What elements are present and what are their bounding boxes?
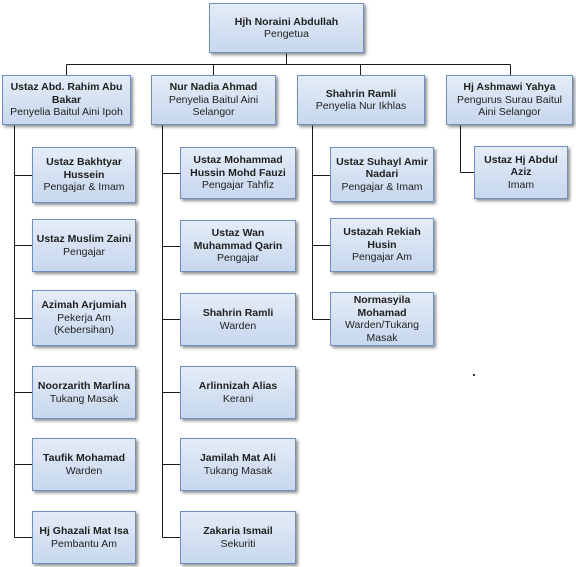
member-box: Jamilah Mat Ali Tukang Masak [180, 438, 296, 491]
member-name: Normasyila Mohamad [353, 294, 411, 319]
head-name: Ustaz Abd. Rahim Abu Bakar [10, 81, 123, 106]
head-name: Nur Nadia Ahmad [169, 81, 258, 94]
member-role: Tukang Masak [203, 464, 273, 477]
root-box: Hjh Noraini Abdullah Pengetua [209, 3, 364, 53]
member-role: Pengajar Tahfiz [201, 179, 275, 192]
member-name: Noorzarith Marlina [37, 380, 131, 392]
member-role: Pengajar & Imam [341, 180, 423, 193]
member-name: Hj Ghazali Mat Isa [39, 525, 129, 537]
member-role: Pembantu Am [51, 537, 117, 550]
member-name: Azimah Arjumiah [41, 299, 127, 312]
member-role: Warden/Tukang Masak [345, 319, 419, 344]
head-role: Penyelia Baitul Aini Selangor [168, 93, 259, 119]
member-box: Ustaz Mohammad Hussin Mohd Fauzi Pengaja… [180, 147, 296, 199]
member-role: Pekerja Am (Kebersihan) [53, 311, 115, 337]
member-box: Ustaz Wan Muhammad Qarin Pengajar [180, 220, 296, 272]
member-box: Shahrin Ramli Warden [180, 293, 296, 346]
branch-head-1: Ustaz Abd. Rahim Abu Bakar Penyelia Bait… [2, 75, 131, 125]
member-role: Tukang Masak [49, 392, 119, 405]
head-name: Shahrin Ramli [325, 87, 397, 100]
member-box: Hj Ghazali Mat Isa Pembantu Am [32, 511, 136, 564]
root-name: Hjh Noraini Abdullah [234, 15, 339, 28]
member-role: Pengajar [62, 245, 106, 258]
member-box: Noorzarith Marlina Tukang Masak [32, 366, 136, 419]
member-role: Pengajar & Imam [43, 181, 125, 194]
member-name: Ustaz Bakhtyar Hussein [46, 156, 122, 181]
member-name: Shahrin Ramli [202, 307, 274, 319]
member-box: Ustaz Bakhtyar Hussein Pengajar & Imam [32, 147, 136, 203]
stray-dot [473, 374, 475, 376]
member-name: Ustaz Suhayl Amir Nadari [336, 155, 428, 181]
member-name: Arlinnizah Alias [198, 380, 278, 392]
branch-head-3: Shahrin Ramli Penyelia Nur Ikhlas [297, 75, 425, 125]
branch-head-4: Hj Ashmawi Yahya Pengurus Surau Baitul A… [446, 75, 573, 125]
member-name: Ustaz Mohammad Hussin Mohd Fauzi [190, 154, 286, 179]
member-name: Zakaria Ismail [203, 525, 273, 537]
member-name: Taufik Mohamad [42, 452, 126, 464]
member-box: Ustaz Suhayl Amir Nadari Pengajar & Imam [330, 147, 434, 202]
member-role: Pengajar [216, 252, 260, 265]
member-name: Jamilah Mat Ali [199, 452, 277, 464]
member-box: Taufik Mohamad Warden [32, 438, 136, 491]
member-name: Ustaz Wan Muhammad Qarin [193, 227, 283, 252]
member-name: Ustaz Muslim Zaini [36, 233, 132, 245]
root-role: Pengetua [264, 28, 309, 40]
member-box: Ustaz Muslim Zaini Pengajar [32, 219, 136, 272]
member-name: Ustaz Hj Abdul Aziz [484, 153, 558, 179]
member-role: Kerani [222, 392, 254, 405]
member-role: Pengajar Am [351, 251, 413, 264]
member-role: Sekuriti [220, 537, 256, 550]
head-role: Penyelia Nur Ikhlas [315, 100, 407, 112]
member-role: Imam [507, 178, 535, 191]
head-role: Pengurus Surau Baitul Aini Selangor [456, 93, 563, 119]
member-box: Arlinnizah Alias Kerani [180, 366, 296, 419]
member-box: Ustaz Hj Abdul Aziz Imam [474, 146, 568, 199]
head-role: Penyelia Baitul Aini Ipoh [10, 106, 123, 119]
member-role: Warden [65, 464, 103, 477]
member-box: Ustazah Rekiah Husin Pengajar Am [330, 218, 434, 272]
member-role: Warden [219, 319, 257, 332]
member-name: Ustazah Rekiah Husin [343, 226, 421, 251]
member-box: Zakaria Ismail Sekuriti [180, 511, 296, 564]
branch-head-2: Nur Nadia Ahmad Penyelia Baitul Aini Sel… [151, 75, 276, 125]
member-box: Normasyila Mohamad Warden/Tukang Masak [330, 292, 434, 346]
member-box: Azimah Arjumiah Pekerja Am (Kebersihan) [32, 290, 136, 346]
head-name: Hj Ashmawi Yahya [463, 81, 556, 94]
